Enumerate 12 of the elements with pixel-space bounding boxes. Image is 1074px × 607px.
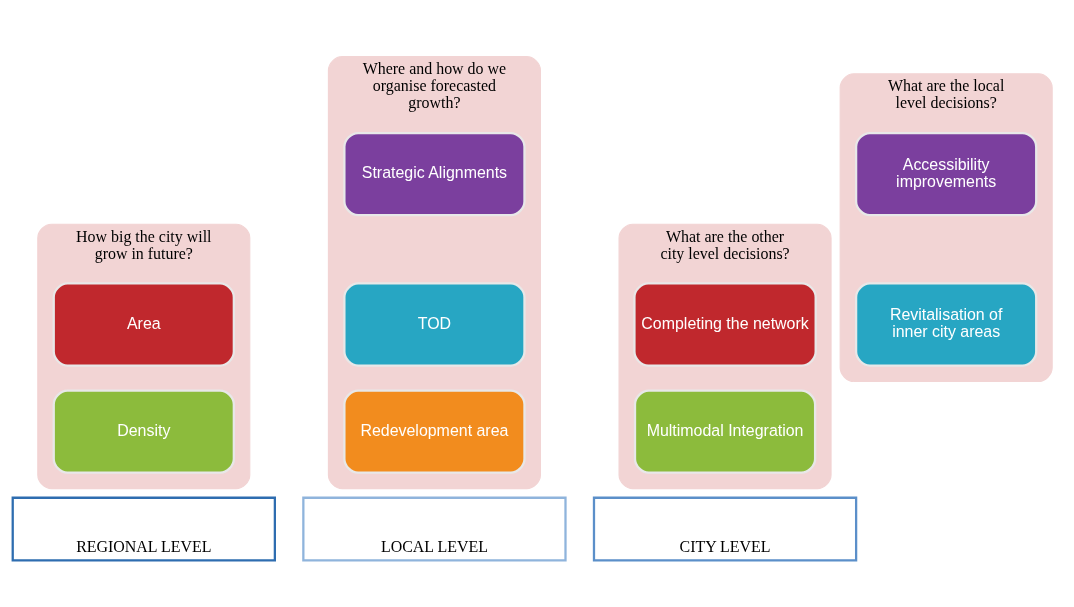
node-box: Multimodal Integration (633, 389, 817, 474)
node-box: TOD (343, 281, 526, 367)
node-box: Strategic Alignments (343, 131, 526, 216)
node-box: Completing the network (633, 281, 817, 367)
label: REGIONAL LEVEL (76, 537, 212, 555)
label: CITY LEVEL (679, 537, 771, 555)
label: LOCAL LEVEL (380, 537, 488, 555)
node-box: Accessibility improvements (855, 131, 1038, 216)
node-box: Revitalisation of inner city areas (855, 281, 1038, 367)
node-box: Density (52, 389, 235, 474)
node-box: Redevelopment area (343, 389, 526, 474)
node-box: Area (52, 281, 235, 367)
